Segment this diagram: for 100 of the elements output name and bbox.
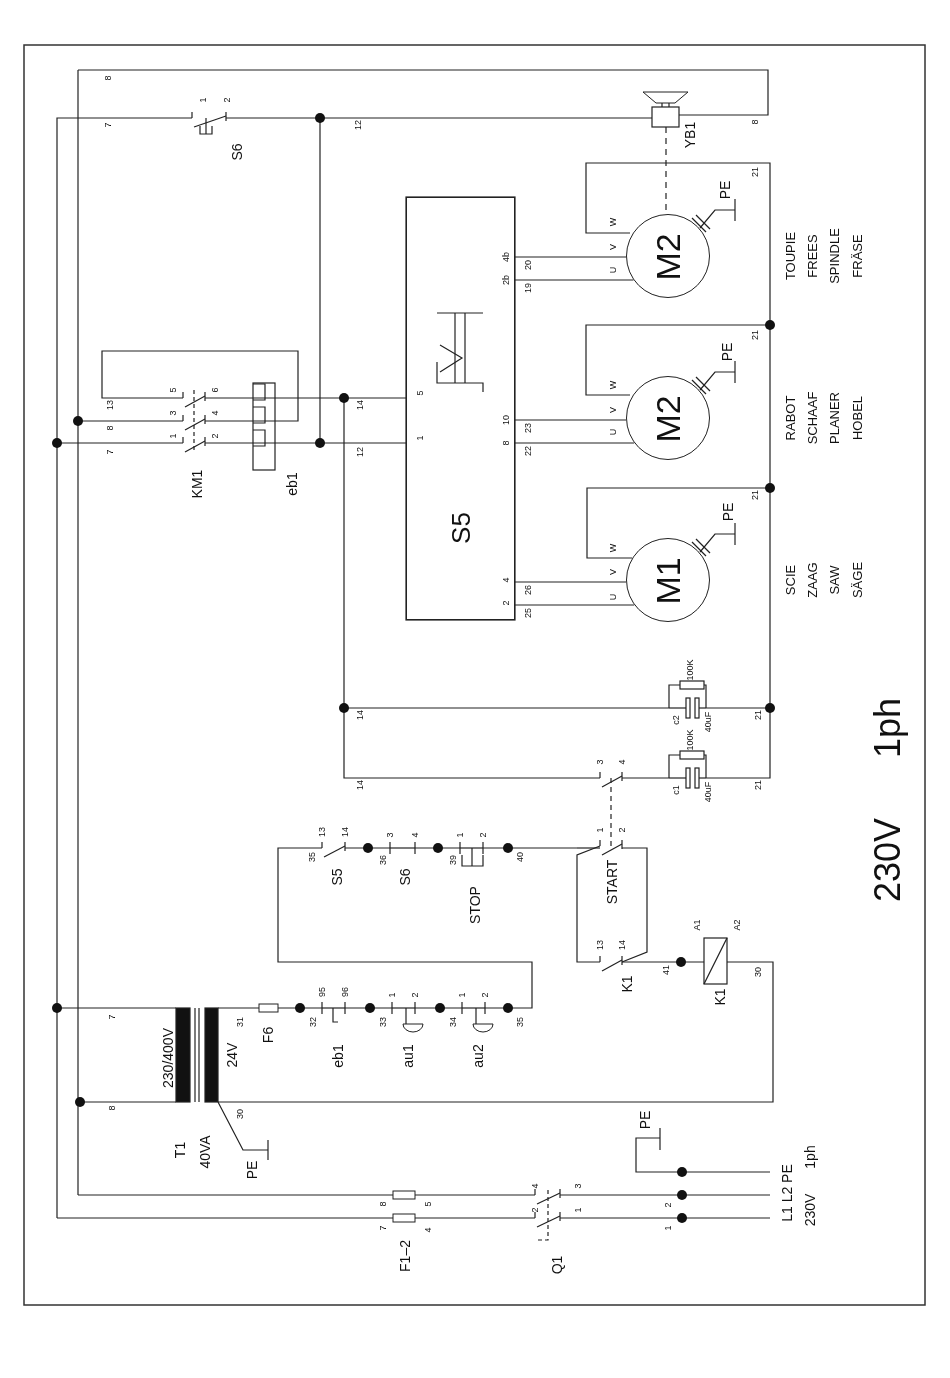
terminal-number: 21 bbox=[750, 167, 760, 177]
component-label: PE bbox=[720, 342, 734, 362]
terminal-number: U bbox=[608, 428, 618, 436]
component-label: au2 bbox=[471, 1044, 485, 1068]
terminal-number: 14 bbox=[617, 940, 627, 950]
component-label: S6 bbox=[398, 868, 412, 886]
wire bbox=[514, 419, 627, 421]
terminal-number: 2 bbox=[410, 992, 420, 998]
component-label: K1 bbox=[713, 988, 727, 1006]
terminal-number: 10 bbox=[501, 415, 511, 425]
machine-name: FREES bbox=[805, 234, 819, 278]
machine-name: FRÄSE bbox=[850, 234, 864, 278]
terminal-number: 40 bbox=[515, 852, 525, 862]
terminal-number: 33 bbox=[378, 1017, 388, 1027]
terminal-number: 2b bbox=[501, 275, 511, 285]
terminal-number: 1 bbox=[387, 992, 397, 998]
terminal-number: 4 bbox=[501, 577, 511, 583]
terminal-number: 7 bbox=[105, 449, 115, 455]
terminal-number: 39 bbox=[448, 855, 458, 865]
wire bbox=[514, 581, 627, 583]
terminal-number: U bbox=[608, 593, 618, 601]
terminal-number: 8 bbox=[378, 1201, 388, 1207]
wire-number: 23 bbox=[523, 423, 533, 433]
terminal-number: 6 bbox=[210, 387, 220, 393]
terminal-number: c1 bbox=[671, 785, 681, 795]
component-label: KM1 bbox=[190, 469, 204, 499]
terminal-number: 3 bbox=[168, 410, 178, 416]
terminal-number: 100K bbox=[685, 729, 695, 751]
component-label: L1 L2 PE bbox=[780, 1164, 794, 1222]
terminal-number: 1 bbox=[573, 1207, 583, 1213]
terminal-number: 41 bbox=[661, 965, 671, 975]
component-label: 1ph bbox=[803, 1145, 817, 1169]
terminal-number: 1 bbox=[663, 1225, 673, 1231]
terminal-number: 2 bbox=[210, 433, 220, 439]
terminal-number: 96 bbox=[340, 987, 350, 997]
terminal-number: 2 bbox=[663, 1202, 673, 1208]
component-label: PE bbox=[245, 1160, 259, 1180]
terminal-number: 5 bbox=[415, 390, 425, 396]
machine-name: TOUPIE bbox=[783, 231, 797, 281]
machine-name: SCIE bbox=[783, 564, 797, 596]
wire-number: 19 bbox=[523, 283, 533, 293]
terminal-number: 5 bbox=[168, 387, 178, 393]
terminal-number: 4 bbox=[617, 759, 627, 765]
terminal-number: 4 bbox=[410, 832, 420, 838]
switch-label: S5 bbox=[448, 512, 474, 544]
terminal-number: V bbox=[608, 244, 618, 250]
terminal-number: 31 bbox=[235, 1017, 245, 1027]
terminal-number: W bbox=[608, 543, 618, 553]
terminal-number: 1 bbox=[168, 433, 178, 439]
wire-number: 25 bbox=[523, 608, 533, 618]
component-label: eb1 bbox=[331, 1044, 345, 1068]
terminal-number: 8 bbox=[750, 119, 760, 125]
component-label: T1 bbox=[173, 1141, 187, 1159]
terminal-number: 34 bbox=[448, 1017, 458, 1027]
wire bbox=[514, 604, 635, 606]
terminal-number: 30 bbox=[235, 1109, 245, 1119]
component-label: S6 bbox=[230, 143, 244, 161]
terminal-number: 2 bbox=[480, 992, 490, 998]
terminal-number: 13 bbox=[317, 827, 327, 837]
terminal-number: 8 bbox=[103, 75, 113, 81]
terminal-number: 12 bbox=[355, 447, 365, 457]
terminal-number: 14 bbox=[340, 827, 350, 837]
terminal-number: W bbox=[608, 217, 618, 227]
motor-label: M1 bbox=[651, 557, 685, 605]
terminal-number: 3 bbox=[573, 1183, 583, 1189]
machine-name: RABOT bbox=[783, 395, 797, 441]
wire-number: 26 bbox=[523, 585, 533, 595]
component-label: 230/400V bbox=[161, 1028, 175, 1088]
component-label: au1 bbox=[401, 1044, 415, 1068]
component-label: YB1 bbox=[683, 121, 697, 149]
terminal-number: 8 bbox=[105, 425, 115, 431]
terminal-number: 100K bbox=[685, 659, 695, 681]
machine-name: SPINDLE bbox=[827, 228, 841, 284]
terminal-number: 35 bbox=[515, 1017, 525, 1027]
wire bbox=[514, 256, 627, 258]
terminal-number: 2 bbox=[478, 832, 488, 838]
terminal-number: 2 bbox=[617, 827, 627, 833]
component-label: S5 bbox=[330, 868, 344, 886]
terminal-number: 1 bbox=[457, 992, 467, 998]
component-label: Q1 bbox=[550, 1255, 564, 1275]
machine-name: ZAAG bbox=[805, 562, 819, 598]
component-label: eb1 bbox=[285, 472, 299, 496]
terminal-number: V bbox=[608, 407, 618, 413]
diagram-title: 230V 1ph bbox=[870, 697, 906, 903]
terminal-number: 95 bbox=[317, 987, 327, 997]
terminal-number: 2 bbox=[222, 97, 232, 103]
terminal-number: 1 bbox=[198, 97, 208, 103]
wire-number: 22 bbox=[523, 446, 533, 456]
terminal-number: 21 bbox=[753, 710, 763, 720]
component-label: 230V bbox=[803, 1193, 817, 1227]
machine-name: SCHAAF bbox=[805, 391, 819, 445]
terminal-number: A2 bbox=[732, 919, 742, 931]
component-label: PE bbox=[721, 502, 735, 522]
terminal-number: 1 bbox=[415, 435, 425, 441]
switch-box bbox=[406, 197, 515, 620]
terminal-number: 32 bbox=[308, 1017, 318, 1027]
terminal-number: 4 bbox=[530, 1183, 540, 1189]
component-label: STOP bbox=[468, 886, 482, 924]
terminal-number: W bbox=[608, 380, 618, 390]
terminal-number: 13 bbox=[105, 400, 115, 410]
